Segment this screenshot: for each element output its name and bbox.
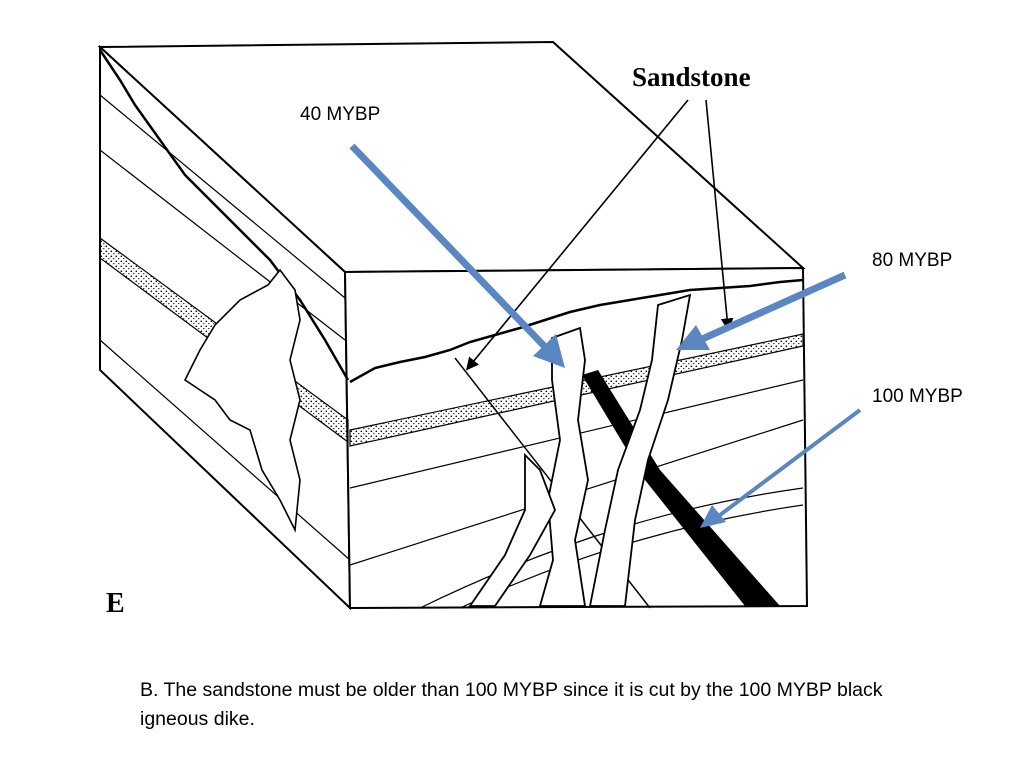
- sandstone-pointer-left: [465, 99, 689, 371]
- age-label-40: 40 MYBP: [300, 104, 381, 125]
- unconformity-front: [349, 278, 804, 384]
- intrusion-branch: [468, 452, 556, 607]
- age-label-80: 80 MYBP: [872, 250, 953, 271]
- black-dike: [582, 370, 780, 606]
- sandstone-label: Sandstone: [632, 62, 751, 92]
- front-bed-line-4: [459, 504, 804, 609]
- slide-caption: B. The sandstone must be older than 100 …: [140, 679, 883, 730]
- intrusion-40: [538, 326, 589, 607]
- unconformity-left: [98, 49, 350, 381]
- left-bed-line-3: [99, 339, 351, 561]
- panel-letter: E: [106, 588, 125, 619]
- left-bed-line-1: [99, 94, 346, 299]
- arrow-100: [700, 408, 862, 528]
- age-label-100: 100 MYBP: [872, 386, 963, 407]
- arrow-80: [676, 271, 847, 350]
- intrusion-80: [588, 293, 692, 607]
- arrow-40: [349, 143, 565, 368]
- left-intrusion: [183, 268, 301, 533]
- sandstone-pointer-right: [705, 99, 734, 332]
- left-bed-line-2: [99, 149, 346, 341]
- block-diagram: [97, 40, 862, 611]
